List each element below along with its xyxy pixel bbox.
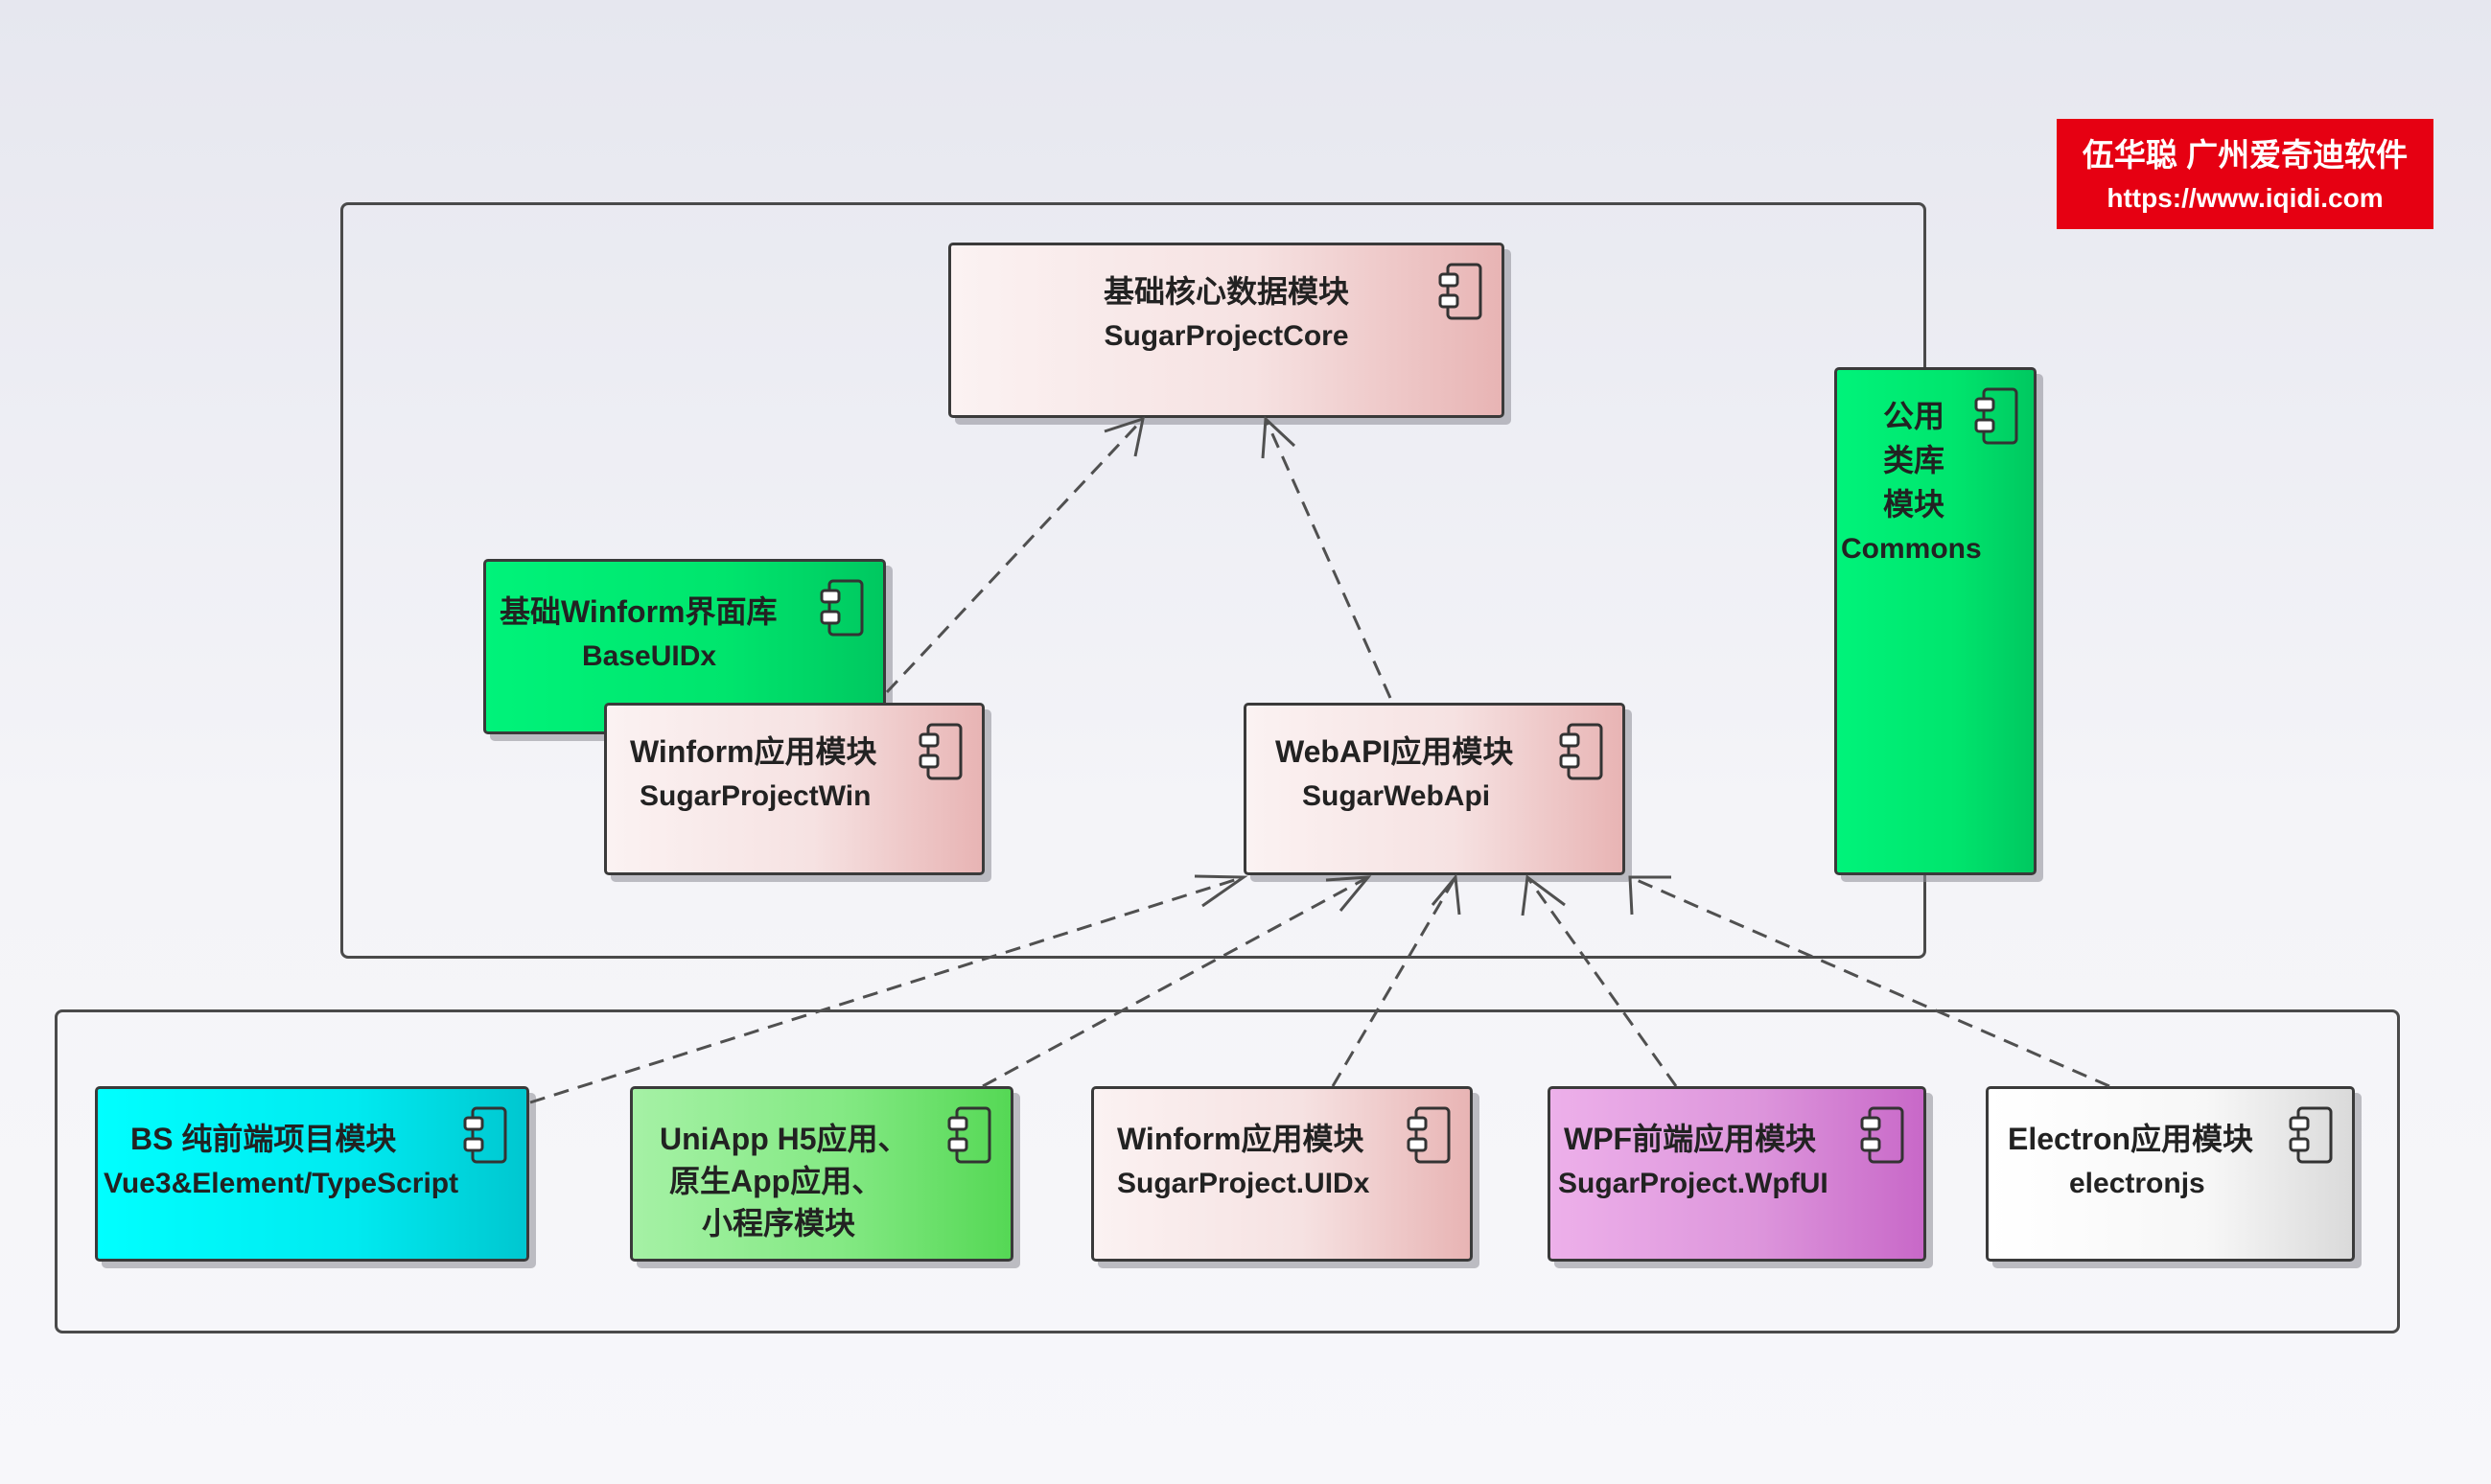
arrowhead [1521,874,1566,916]
node-line: UniApp H5应用、 [660,1122,909,1156]
dependency-arrow-bs-to-webapi [529,875,1245,1104]
component-icon [919,723,963,780]
arrowhead [1431,873,1461,916]
watermark-name: 伍华聪 广州爱奇迪软件 [2082,137,2409,173]
component-icon [1407,1106,1451,1164]
node-subtitle: Vue3&Element/TypeScript [104,1168,459,1199]
component-icon [820,579,864,637]
dependency-arrow-uidx-to-webapi [1331,876,1457,1087]
component-icon [463,1106,507,1164]
component-icon [1438,263,1482,320]
node-sugar-project-uidx[interactable]: Winform应用模块 SugarProject.UIDx [1091,1086,1473,1262]
node-subtitle: electronjs [2069,1168,2205,1199]
arrowhead [1325,875,1372,912]
node-sugar-project-wpfui[interactable]: WPF前端应用模块 SugarProject.WpfUI [1548,1086,1926,1262]
dependency-arrow-uniapp-to-webapi [982,875,1369,1088]
node-sugar-web-api[interactable]: WebAPI应用模块 SugarWebApi [1244,703,1625,875]
node-title: WPF前端应用模块 [1564,1122,1817,1156]
node-bs-frontend[interactable]: BS 纯前端项目模块 Vue3&Element/TypeScript [95,1086,529,1262]
watermark-url: https://www.iqidi.com [2107,183,2384,213]
node-subtitle: SugarProjectWin [640,780,872,812]
dependency-arrow-win-to-core [885,417,1145,694]
node-title: 基础核心数据模块 [1103,274,1349,309]
node-subtitle: SugarProjectCore [1104,320,1349,352]
node-title: WebAPI应用模块 [1275,734,1514,769]
node-subtitle: Commons [1841,533,1982,565]
node-subtitle: SugarWebApi [1302,780,1491,812]
component-icon [1860,1106,1904,1164]
arrowhead [1628,875,1671,916]
node-subtitle: SugarProject.WpfUI [1558,1168,1828,1199]
component-icon [947,1106,991,1164]
dependency-arrow-electron-to-webapi [1629,875,2110,1088]
node-line: 小程序模块 [702,1206,856,1241]
node-title: BS 纯前端项目模块 [130,1122,397,1156]
node-uniapp[interactable]: UniApp H5应用、 原生App应用、 小程序模块 [630,1086,1013,1262]
arrowhead [1104,416,1145,457]
arrowhead [1194,874,1248,908]
node-electron[interactable]: Electron应用模块 electronjs [1986,1086,2355,1262]
node-sugar-project-win[interactable]: Winform应用模块 SugarProjectWin [604,703,985,875]
component-icon [1559,723,1603,780]
dependency-arrow-webapi-to-core [1264,418,1392,699]
arrowhead [1261,415,1296,459]
node-commons[interactable]: 公用 类库 模块 Commons [1834,367,2037,875]
node-subtitle: SugarProject.UIDx [1117,1168,1370,1199]
node-title: Winform应用模块 [1117,1122,1364,1156]
node-sugar-project-core[interactable]: 基础核心数据模块 SugarProjectCore [948,243,1504,418]
node-line: 原生App应用、 [669,1164,883,1198]
node-title: Electron应用模块 [2008,1122,2254,1156]
node-title: Winform应用模块 [630,734,877,769]
component-icon [2289,1106,2333,1164]
component-icon [1974,387,2018,445]
dependency-arrow-wpf-to-webapi [1525,876,1678,1087]
node-line: 模块 [1882,487,1944,522]
watermark-banner: 伍华聪 广州爱奇迪软件 https://www.iqidi.com [2057,119,2433,229]
node-subtitle: BaseUIDx [582,640,717,672]
node-title: 基础Winform界面库 [500,594,778,629]
node-line: 类库 [1882,443,1944,477]
frontend-group-frame [55,1009,2400,1333]
node-line: 公用 [1882,399,1944,433]
